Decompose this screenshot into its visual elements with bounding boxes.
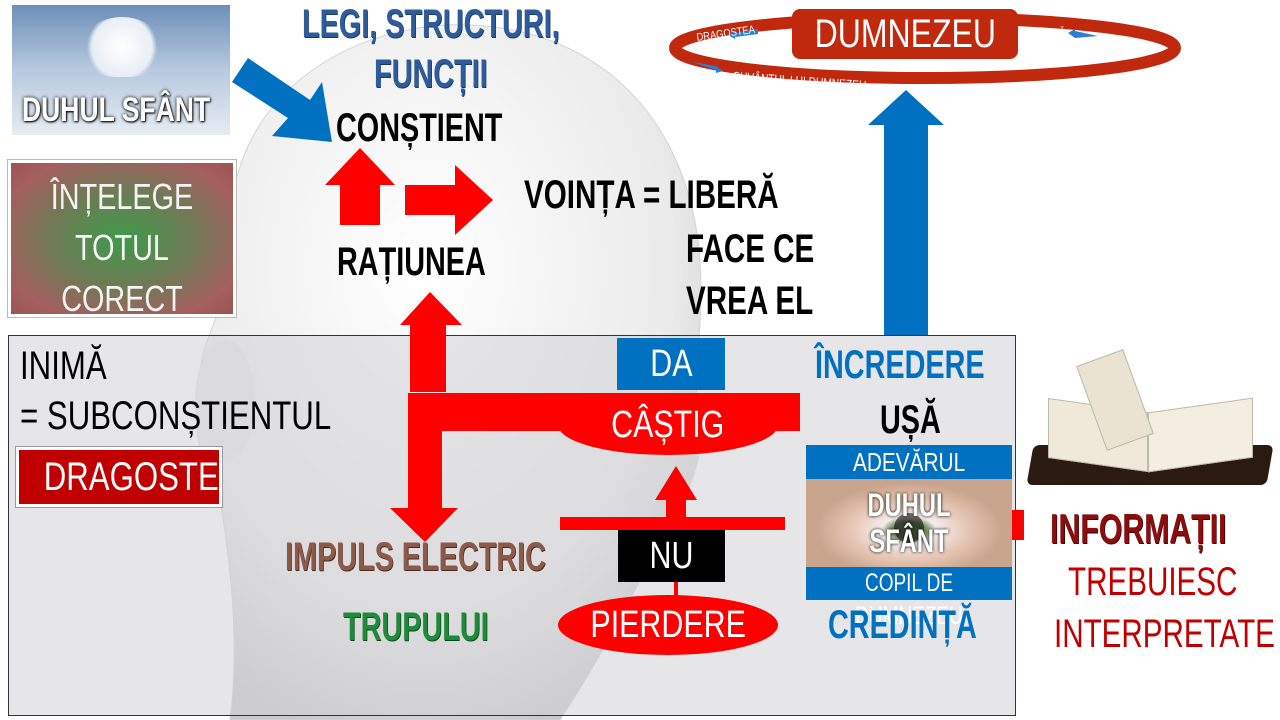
yes-label: DA <box>649 343 693 385</box>
will-line-2: FACE CE <box>686 227 815 271</box>
understand-line: ÎNȚELEGE <box>50 176 194 217</box>
no-box: NU <box>618 530 725 582</box>
heart-title: INIMĂ <box>20 344 107 388</box>
gain-label: CÂȘTIG <box>611 404 725 446</box>
no-label: NU <box>649 535 694 577</box>
subconscious-label: = SUBCONȘTIENTUL <box>20 394 332 438</box>
yes-box: DA <box>617 338 725 390</box>
understand-line: TOTUL <box>75 227 169 268</box>
info-line-2: INTERPRETATE <box>1054 612 1275 656</box>
red-right-arrow-will <box>405 165 493 235</box>
reason-label: RAȚIUNEA <box>337 240 486 284</box>
eye-label: SFÂNT <box>869 523 949 559</box>
impulse-label: IMPULS ELECTRIC <box>285 535 546 579</box>
holy-spirit-dove-image: DUHUL SFÂNT <box>12 5 230 135</box>
child-label: COPIL DE DUMNEZEU <box>855 569 963 630</box>
will-label: VOINȚA = LIBERĂ <box>524 173 779 217</box>
loss-ellipse: PIERDERE <box>558 595 778 655</box>
faith-label: CREDINȚĂ <box>828 603 977 647</box>
god-box: DUMNEZEU <box>792 9 1018 59</box>
conscious-label: CONȘTIENT <box>336 106 503 150</box>
loss-label: PIERDERE <box>590 604 746 646</box>
info-line-1: TREBUIESC <box>1068 560 1238 604</box>
red-divider-line <box>560 517 785 530</box>
will-line-3: VREA EL <box>686 279 814 323</box>
red-down-arrow-impulse <box>390 420 458 542</box>
love-label: DRAGOSTE <box>43 455 219 499</box>
eye-label: DUHUL <box>867 487 951 523</box>
bible-image <box>1020 349 1275 500</box>
ring-label-fruit: ROADĂ <box>1032 27 1066 39</box>
blue-up-arrow-to-god <box>868 90 944 335</box>
dove-icon <box>82 17 162 77</box>
gain-ellipse: CÂȘTIG <box>558 395 778 455</box>
understand-line: CORECT <box>61 278 183 319</box>
trust-label: ÎNCREDERE <box>815 343 985 387</box>
red-up-arrow-conscious <box>325 148 395 225</box>
red-up-arrow-reason <box>400 292 462 392</box>
spirit-image-label: DUHUL SFÂNT <box>22 91 211 129</box>
laws-heading-1: LEGI, STRUCTURI, <box>302 2 560 46</box>
info-title: INFORMAȚII <box>1050 505 1227 552</box>
red-up-arrow-gain <box>655 466 697 520</box>
door-label: UȘĂ <box>880 398 941 442</box>
eye-panel: ADEVĂRUL DUHUL SFÂNT COPIL DE DUMNEZEU <box>806 445 1012 630</box>
blue-arrow-to-conscious <box>232 58 332 142</box>
eye-icon <box>894 513 924 543</box>
love-box: DRAGOSTE <box>16 447 222 507</box>
truth-label: ADEVĂRUL <box>852 447 966 477</box>
laws-heading-2: FUNCȚII <box>374 52 488 96</box>
body-label: TRUPULUI <box>343 605 489 649</box>
understand-box: ÎNȚELEGE TOTUL CORECT <box>8 160 236 319</box>
god-label: DUMNEZEU <box>814 12 997 56</box>
